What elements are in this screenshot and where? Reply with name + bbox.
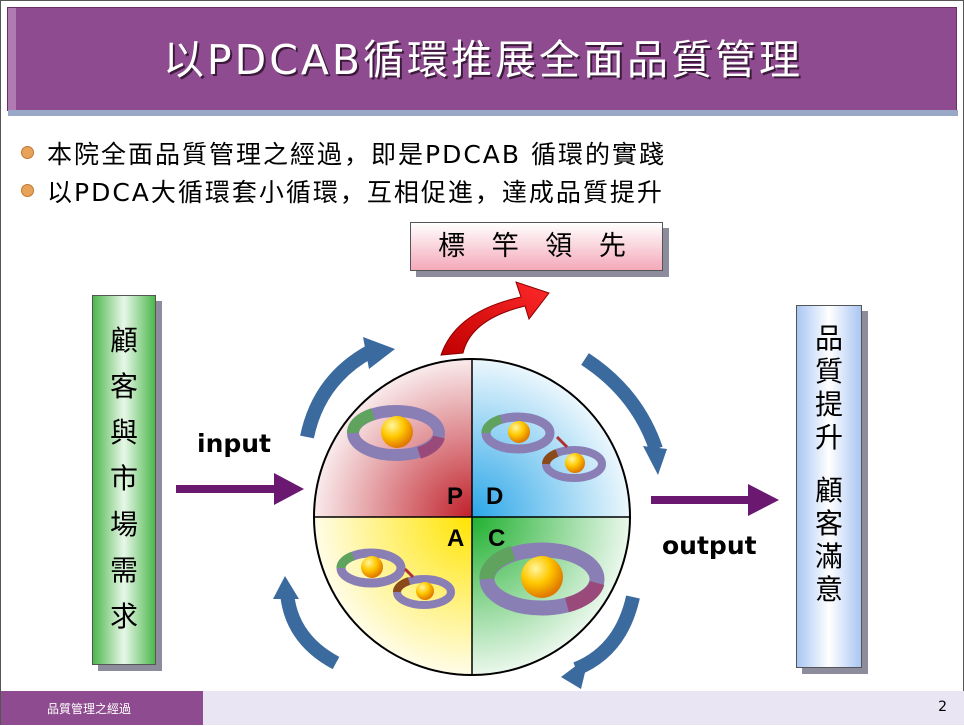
bullet-dot-icon [21, 146, 34, 159]
quadrant-a-label: A [447, 525, 464, 552]
title-underline [8, 110, 958, 116]
benchmark-box: 標 竿 領 先 [410, 222, 663, 271]
output-arrow-shaft [651, 496, 751, 504]
vchar: 滿 [814, 540, 843, 573]
quadrant-d-label: D [486, 483, 503, 510]
bullet-text: 以PDCA大循環套小循環，互相促進，達成品質提升 [47, 178, 664, 207]
quadrant-p-label: P [447, 483, 463, 510]
input-label: input [197, 429, 272, 458]
input-arrow-head [274, 473, 304, 505]
cycle-arrow-bottom-left [280, 592, 340, 670]
customer-market-text: 顧 客 與 市 場 需 求 [93, 318, 155, 640]
title-stripe [8, 8, 16, 110]
benchmark-arrow [440, 281, 550, 356]
vchar: 與 [109, 416, 138, 449]
bullet-text: 本院全面品質管理之經過，即是PDCAB 循環的實踐 [47, 140, 666, 169]
quality-satisfaction-box: 品 質 提 升 顧 客 滿 意 [796, 305, 862, 668]
cycle-arrowheads [273, 337, 667, 689]
vchar: 提 [814, 388, 843, 421]
quality-satisfaction-text: 品 質 提 升 顧 客 滿 意 [797, 322, 861, 606]
quadrant-c-label: C [488, 525, 505, 552]
vchar: 求 [109, 600, 138, 633]
vchar: 客 [109, 370, 138, 403]
footer: 品質管理之經過 2 [1, 691, 964, 725]
customer-market-box: 顧 客 與 市 場 需 求 [92, 295, 156, 665]
vchar: 場 [109, 508, 138, 541]
bullet-1: 本院全面品質管理之經過，即是PDCAB 循環的實踐 [21, 135, 666, 171]
title-bar: 以PDCAB循環推展全面品質管理 [7, 7, 958, 116]
cycle-arrow-top-left [300, 344, 375, 439]
vchar: 品 [814, 322, 843, 355]
cycle-arrows [280, 344, 663, 676]
page-number: 2 [938, 699, 947, 715]
vchar: 升 [814, 421, 843, 454]
footer-label: 品質管理之經過 [47, 702, 132, 716]
vchar: 市 [109, 462, 138, 495]
mini-cycle-icon [479, 542, 605, 616]
footer-tag: 品質管理之經過 [1, 691, 203, 725]
benchmark-label: 標 竿 領 先 [438, 231, 635, 262]
bullet-dot-icon [21, 184, 34, 197]
bullet-2: 以PDCA大循環套小循環，互相促進，達成品質提升 [21, 173, 664, 209]
cycle-arrow-top-right [581, 353, 663, 452]
vchar: 需 [109, 554, 138, 587]
vchar: 顧 [814, 474, 843, 507]
vchar: 顧 [109, 324, 138, 357]
mini-cycle-icon [347, 405, 445, 461]
mini-cycle-icon [481, 412, 606, 482]
slide-title: 以PDCAB循環推展全面品質管理 [162, 36, 804, 84]
output-arrow-head [748, 484, 779, 516]
mini-cycle-icon [336, 548, 455, 609]
vchar: 客 [814, 507, 843, 540]
vchar: 意 [814, 573, 843, 606]
output-label: output [662, 531, 757, 560]
input-arrow-shaft [176, 485, 276, 493]
vchar: 質 [814, 355, 843, 388]
